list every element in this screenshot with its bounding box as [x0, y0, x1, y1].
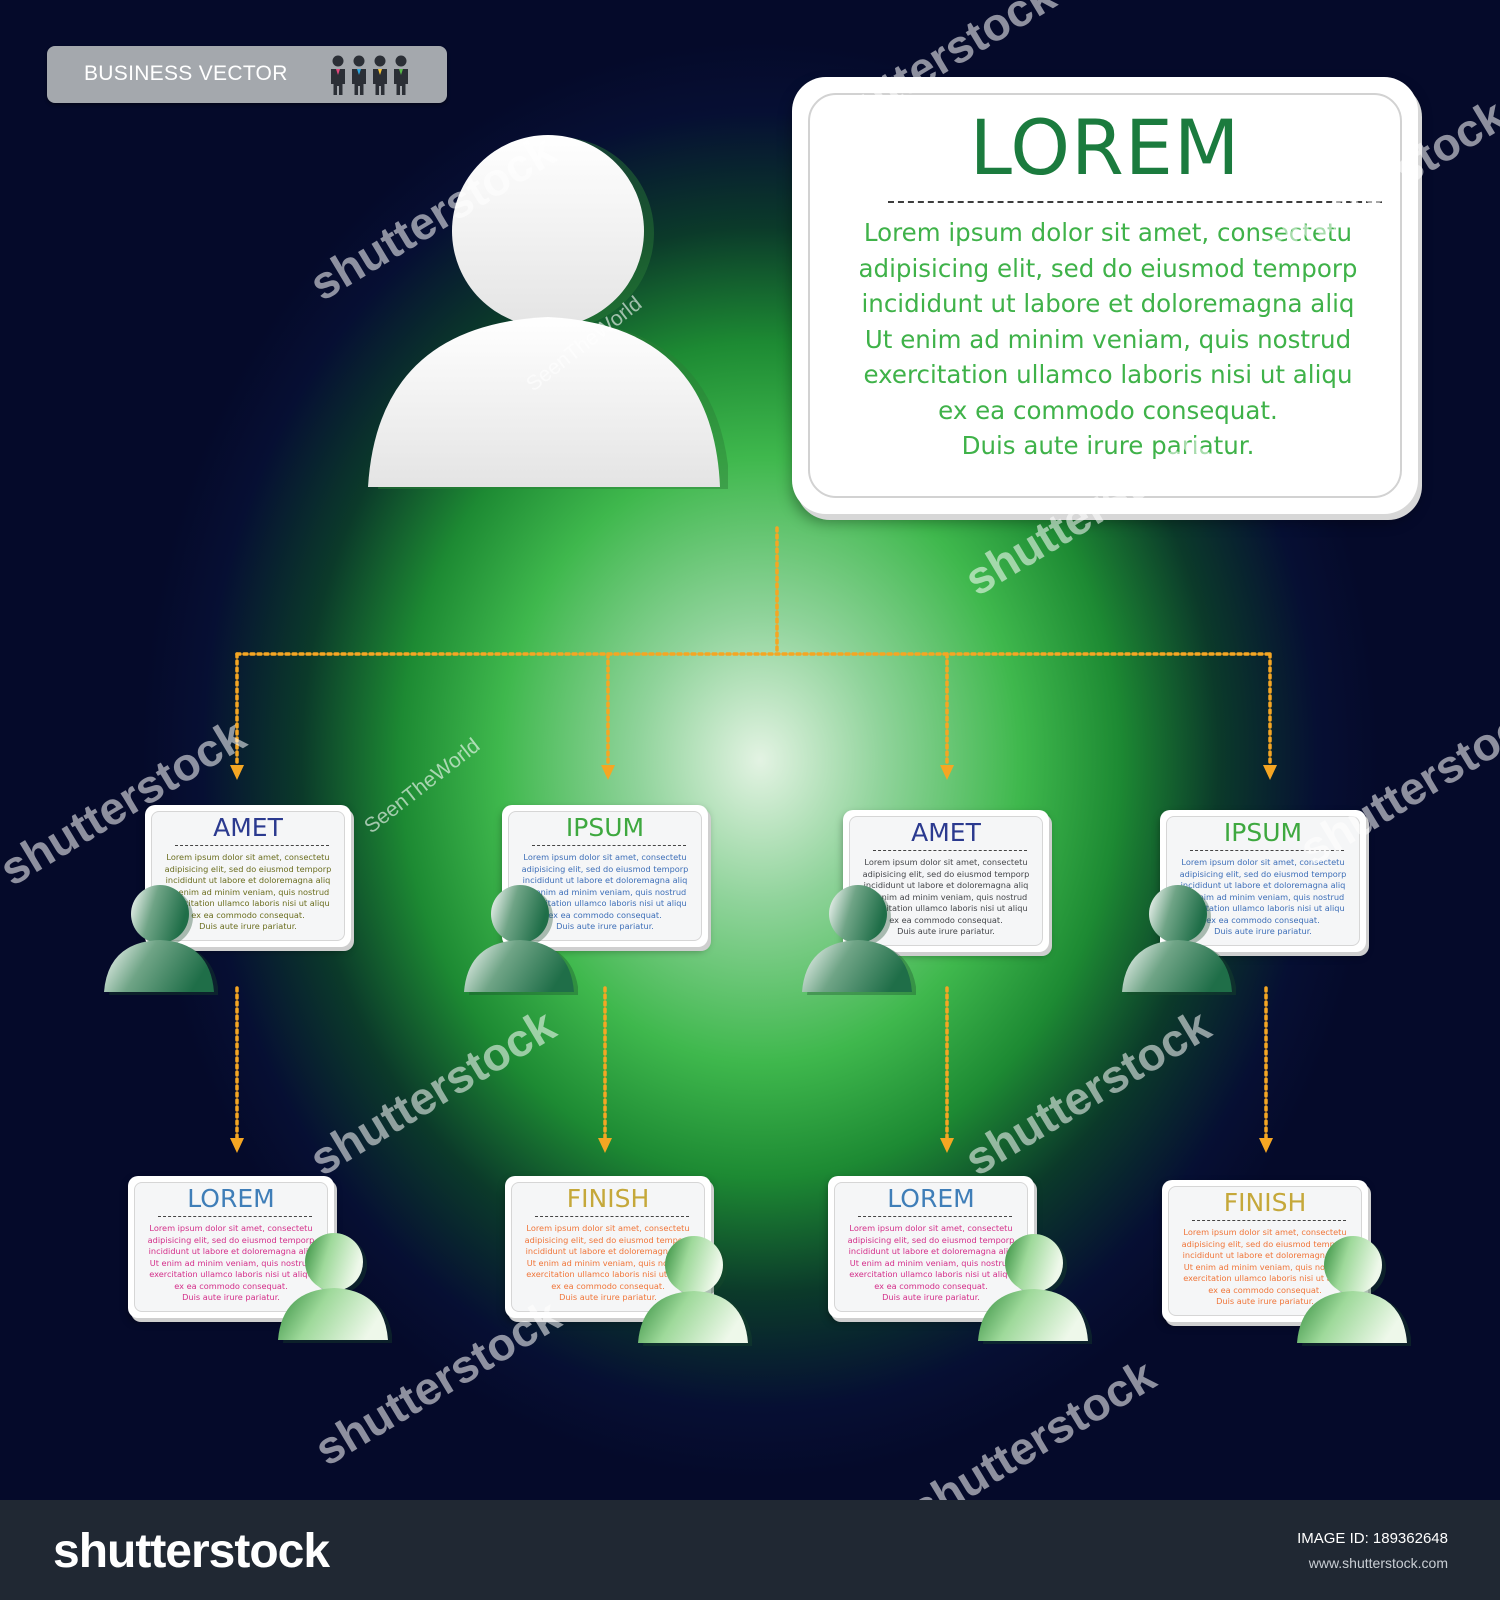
card-divider	[535, 1216, 689, 1217]
person-icon	[638, 1236, 752, 1346]
card-divider	[532, 845, 686, 846]
card-title: LOREM	[887, 1184, 975, 1213]
people-group-icon	[331, 55, 408, 95]
badge-person-icon	[394, 55, 408, 95]
card-divider	[873, 850, 1027, 851]
header-title: LOREM	[969, 103, 1241, 192]
header-info-frame	[808, 93, 1402, 498]
badge-label: BUSINESS VECTOR	[84, 62, 288, 85]
card-frame	[134, 1182, 328, 1312]
stock-footer: shutterstock IMAGE ID: 189362648 www.shu…	[0, 1500, 1500, 1600]
card-divider	[1192, 1220, 1346, 1221]
person-icon	[278, 1233, 392, 1343]
connector-arrow	[230, 1138, 244, 1153]
footer-url: www.shutterstock.com	[1308, 1555, 1448, 1571]
connector-arrow	[940, 765, 954, 780]
card-body: Lorem ipsum dolor sit amet, consectetu a…	[847, 1223, 1015, 1302]
card-frame	[834, 1182, 1028, 1312]
main-person-icon	[368, 135, 728, 489]
business-vector-badge: BUSINESS VECTOR	[47, 46, 447, 103]
header-info-card: LOREM Lorem ipsum dolor sit amet, consec…	[792, 77, 1418, 514]
card-divider	[175, 845, 329, 846]
card-body: Lorem ipsum dolor sit amet, consectetu a…	[521, 852, 689, 931]
card-divider	[1190, 850, 1344, 851]
connector-arrow	[230, 765, 244, 780]
org-card-level1: IPSUM Lorem ipsum dolor sit amet, consect…	[1160, 810, 1366, 952]
card-body: Lorem ipsum dolor sit amet, consectetu a…	[1181, 1227, 1349, 1306]
badge-person-icon	[352, 55, 366, 95]
card-body: Lorem ipsum dolor sit amet, consectetu a…	[1179, 857, 1347, 936]
card-title: IPSUM	[565, 813, 645, 842]
person-icon	[1297, 1236, 1411, 1346]
person-icon	[1122, 885, 1236, 995]
person-icon	[464, 885, 578, 995]
org-card-level1: AMET Lorem ipsum dolor sit amet, consecte…	[843, 810, 1049, 952]
connector-arrow	[601, 765, 615, 780]
badge-person-icon	[331, 55, 345, 95]
card-body: Lorem ipsum dolor sit amet, consectetu a…	[147, 1223, 315, 1302]
org-card-level2: LOREM Lorem ipsum dolor sit amet, consect…	[128, 1176, 334, 1318]
card-title: FINISH	[566, 1184, 650, 1213]
connector-arrow	[940, 1138, 954, 1153]
card-title: IPSUM	[1223, 818, 1303, 847]
card-divider	[158, 1216, 312, 1217]
card-title: AMET	[911, 818, 981, 847]
person-icon	[104, 885, 218, 995]
connector-arrow	[598, 1138, 612, 1153]
footer-image-id: IMAGE ID: 189362648	[1297, 1530, 1448, 1547]
footer-logo: shutterstock	[53, 1525, 330, 1578]
card-title: AMET	[213, 813, 283, 842]
person-icon	[802, 885, 916, 995]
person-icon	[978, 1234, 1092, 1344]
org-card-level2: LOREM Lorem ipsum dolor sit amet, consect…	[828, 1176, 1034, 1318]
card-body: Lorem ipsum dolor sit amet, consectetu a…	[862, 857, 1030, 936]
connector-arrow	[1263, 765, 1277, 780]
header-divider	[888, 201, 1382, 203]
card-title: FINISH	[1223, 1188, 1307, 1217]
connector-lines	[230, 526, 1277, 1153]
badge-person-icon	[373, 55, 387, 95]
diagram-canvas: BUSINESS VECTOR LOREM Lorem ipsum dolor …	[0, 0, 1500, 1500]
card-divider	[858, 1216, 1012, 1217]
card-title: LOREM	[187, 1184, 275, 1213]
connector-arrow	[1259, 1138, 1273, 1153]
card-body: Lorem ipsum dolor sit amet, consectetu a…	[164, 852, 332, 931]
header-body: Lorem ipsum dolor sit amet, consectetu a…	[858, 218, 1358, 460]
